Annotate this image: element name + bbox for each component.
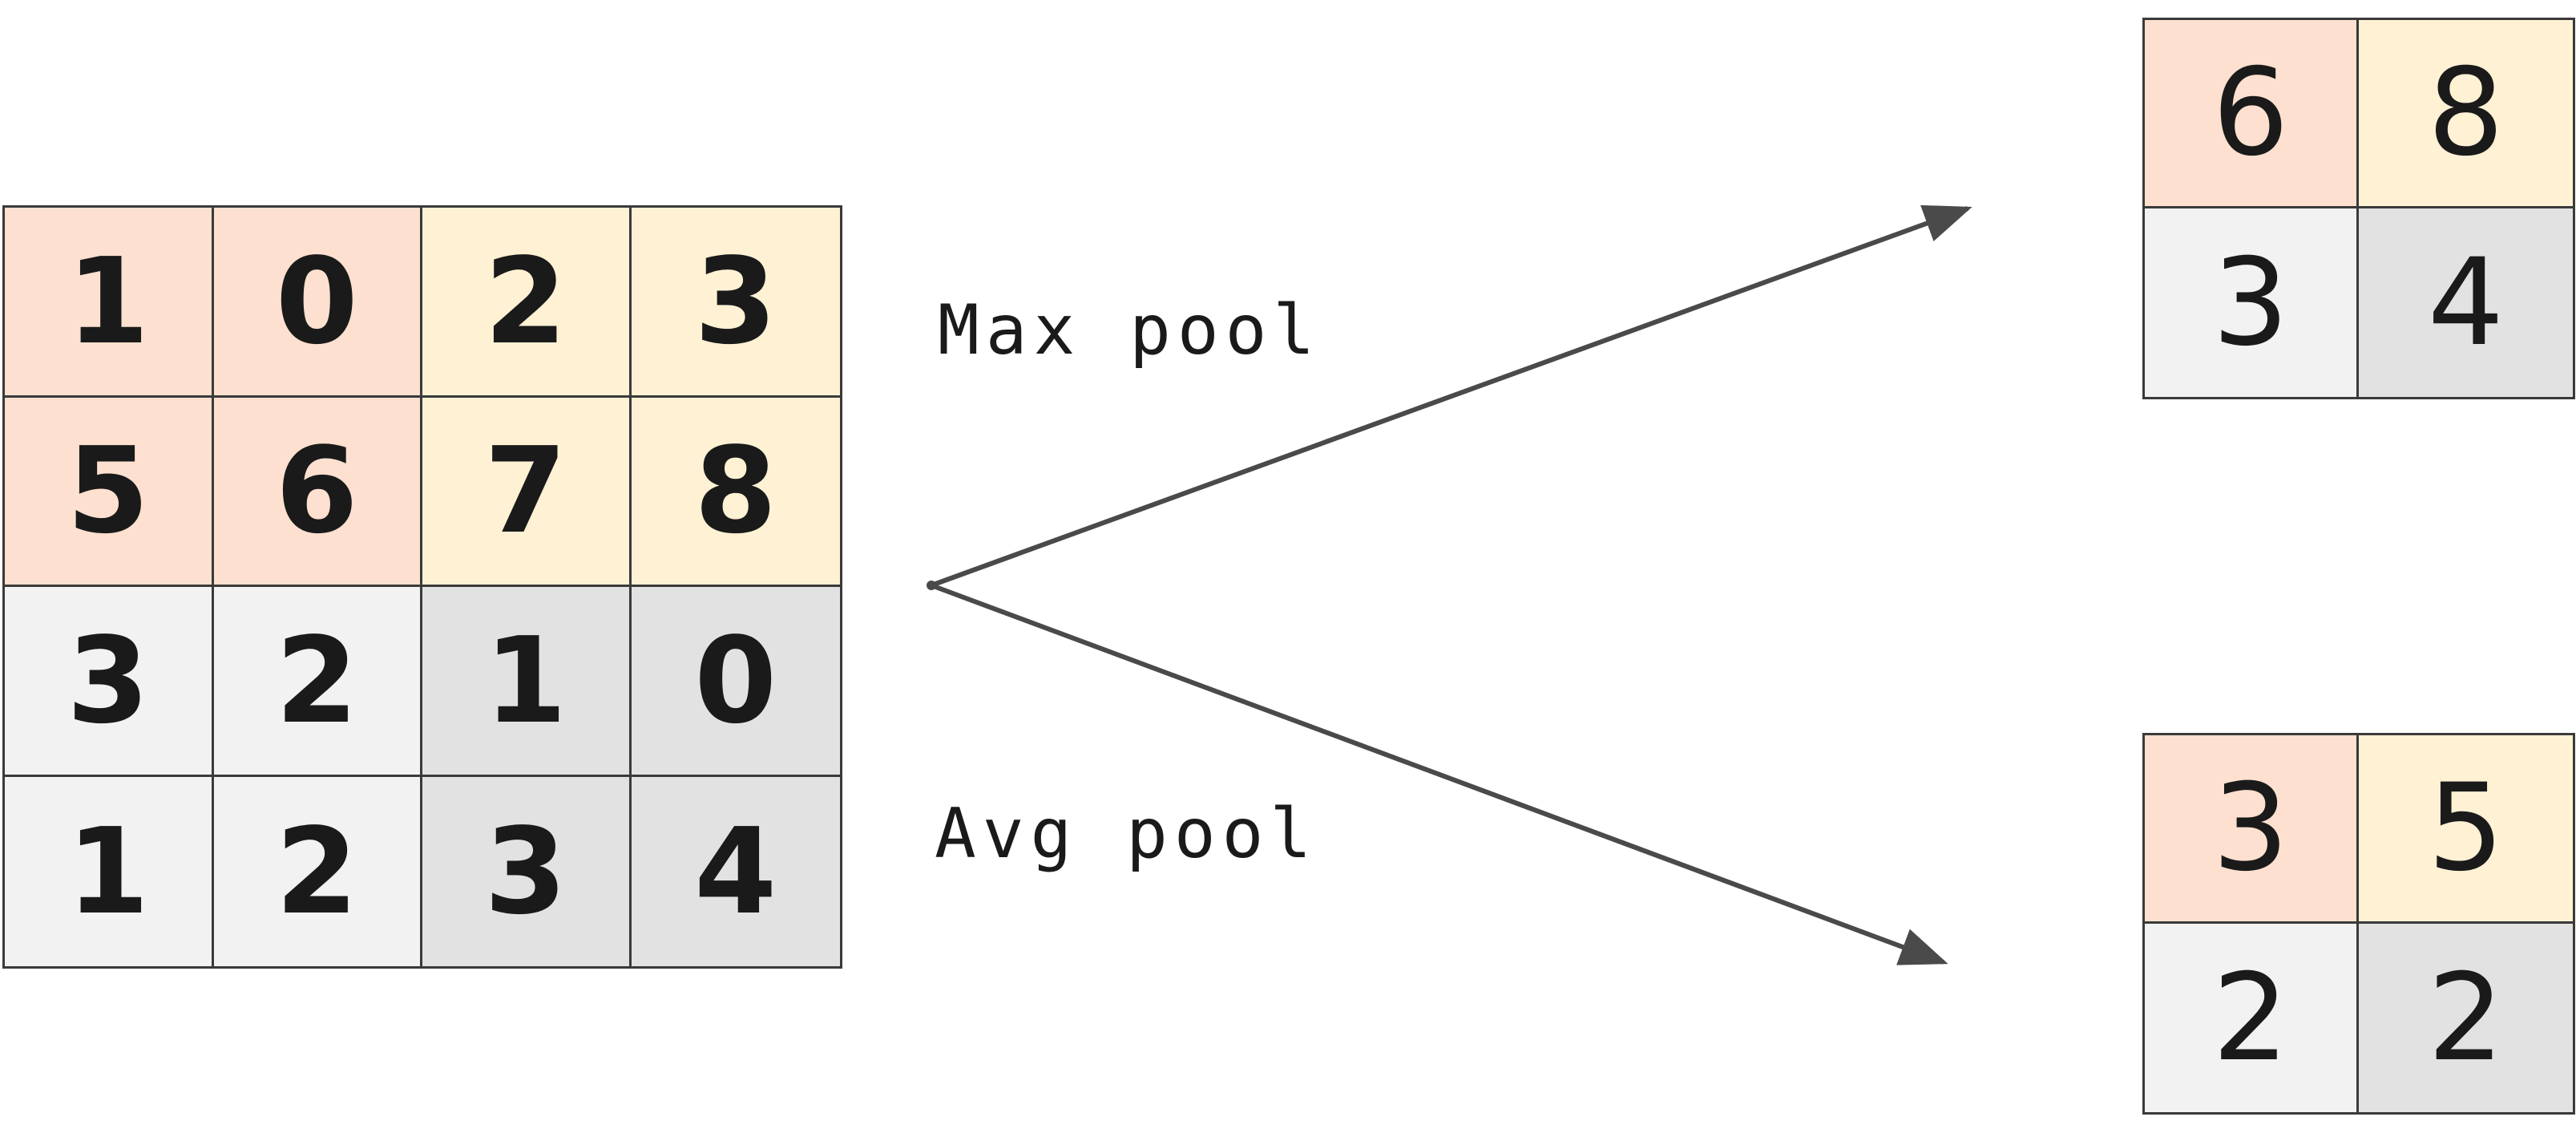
max-pool-label: Max pool (938, 290, 1322, 370)
avg-pool-cell: 2 (2145, 924, 2359, 1112)
input-cell: 3 (422, 776, 632, 966)
input-cell: 1 (422, 587, 632, 777)
input-cell: 0 (631, 587, 840, 777)
input-cell: 1 (5, 776, 214, 966)
avg-pool-cell: 2 (2359, 924, 2573, 1112)
input-cell: 1 (5, 208, 214, 398)
input-cell: 3 (631, 208, 840, 398)
max-pool-cell: 8 (2359, 20, 2573, 208)
input-cell: 8 (631, 397, 840, 587)
input-cell: 3 (5, 587, 214, 777)
input-cell: 2 (213, 587, 422, 777)
avg-pool-cell: 3 (2145, 735, 2359, 924)
avg-pool-label: Avg pool (935, 794, 1318, 874)
input-cell: 4 (631, 776, 840, 966)
input-cell: 0 (213, 208, 422, 398)
input-cell: 2 (422, 208, 632, 398)
avg-pool-cell: 5 (2359, 735, 2573, 924)
input-cell: 2 (213, 776, 422, 966)
max-pool-arrow (930, 204, 1972, 588)
input-cell: 7 (422, 397, 632, 587)
max-pool-cell: 3 (2145, 208, 2359, 397)
avg-pool-arrow (930, 583, 1948, 965)
max-pool-cell: 4 (2359, 208, 2573, 397)
max-pool-cell: 6 (2145, 20, 2359, 208)
input-cell: 6 (213, 397, 422, 587)
input-cell: 5 (5, 397, 214, 587)
